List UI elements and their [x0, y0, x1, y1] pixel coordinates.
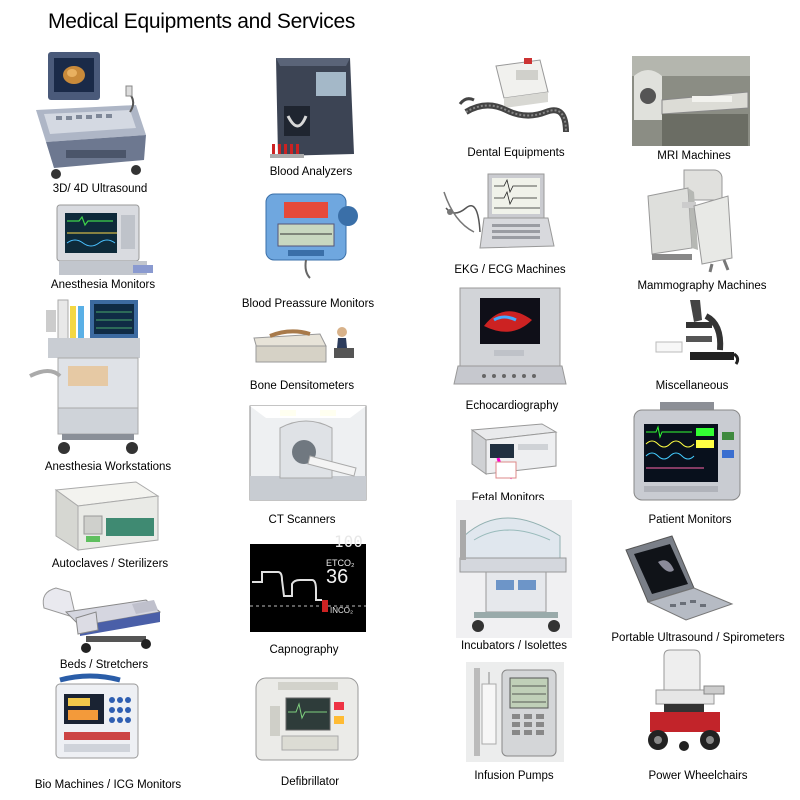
- item-bone-densitometers[interactable]: Bone Densitometers: [250, 318, 370, 398]
- item-label: Defibrillator: [280, 776, 340, 788]
- fetal-monitor-image: [470, 423, 558, 480]
- etco2-label: ETCO₂: [326, 558, 355, 568]
- item-infusion-pumps[interactable]: Infusion Pumps: [466, 662, 566, 794]
- blood-analyzer-image: [270, 58, 354, 158]
- inco2-label: INCO₂: [330, 606, 354, 615]
- item-blood-analyzers[interactable]: Blood Analyzers: [266, 56, 366, 180]
- item-label: Anesthesia Monitors: [50, 279, 156, 291]
- item-label: Capnography: [269, 644, 339, 656]
- item-bio-machines-icg[interactable]: Bio Machines / ICG Monitors: [34, 673, 188, 794]
- item-label: Bio Machines / ICG Monitors: [34, 779, 182, 791]
- item-label: Anesthesia Workstations: [44, 461, 172, 473]
- microscope-image: [655, 300, 740, 365]
- anesthesia-workstation-image: [29, 299, 140, 454]
- item-defibrillator[interactable]: Defibrillator: [252, 672, 368, 794]
- item-beds-stretchers[interactable]: Beds / Stretchers: [36, 578, 166, 674]
- item-label: Echocardiography: [465, 400, 559, 412]
- item-label: Infusion Pumps: [474, 770, 554, 782]
- ekg-machine-image: [443, 173, 555, 249]
- etco2-value: 36: [326, 566, 349, 588]
- hospital-bed-image: [42, 587, 162, 653]
- item-label: MRI Machines: [657, 150, 731, 162]
- item-label: Mammography Machines: [637, 280, 767, 292]
- incubator-image: [456, 500, 572, 638]
- item-label: CT Scanners: [268, 514, 336, 526]
- patient-monitor-image: [633, 402, 741, 501]
- portable-ultrasound-image: [625, 535, 734, 621]
- defibrillator-image: [255, 677, 359, 761]
- capnography-screen-image: 100 ETCO₂ 36 INCO₂: [250, 532, 366, 632]
- item-label: Blood Analyzers: [269, 166, 353, 178]
- item-label: Incubators / Isolettes: [460, 640, 568, 652]
- anesthesia-monitor-image: [56, 204, 153, 275]
- mri-machine-image: [632, 56, 750, 146]
- ct-scanner-image: [249, 405, 367, 501]
- bone-densitometer-image: [253, 327, 354, 363]
- power-wheelchair-image: [648, 649, 725, 751]
- dental-equipment-image: [458, 58, 569, 133]
- item-label: Miscellaneous: [655, 380, 729, 392]
- item-label: Autoclaves / Sterilizers: [51, 558, 169, 570]
- item-label: Beds / Stretchers: [59, 659, 149, 671]
- item-fetal-monitors[interactable]: Fetal Monitors: [466, 418, 576, 508]
- item-mri-machines[interactable]: MRI Machines: [632, 56, 756, 168]
- capnography-top-value: 100: [334, 532, 363, 551]
- item-portable-ultrasound[interactable]: Portable Ultrasound / Spirometers: [611, 532, 785, 648]
- item-label: Dental Equipments: [467, 147, 565, 159]
- autoclave-image: [54, 481, 160, 551]
- item-capnography[interactable]: 100 ETCO₂ 36 INCO₂ Capnography: [250, 532, 370, 660]
- page-title: Medical Equipments and Services: [48, 10, 356, 33]
- item-mammography-machines[interactable]: Mammography Machines: [632, 166, 768, 296]
- item-3d-4d-ultrasound[interactable]: 3D/ 4D Ultrasound: [26, 50, 151, 200]
- blood-pressure-monitor-image: [265, 193, 358, 279]
- item-dental-equipments[interactable]: Dental Equipments: [456, 52, 580, 164]
- item-power-wheelchairs[interactable]: Power Wheelchairs: [640, 646, 760, 794]
- icg-monitor-image: [55, 673, 139, 759]
- infusion-pump-image: [466, 662, 564, 762]
- item-label: Patient Monitors: [648, 514, 732, 526]
- item-incubators-isolettes[interactable]: Incubators / Isolettes: [456, 500, 572, 658]
- item-label: 3D/ 4D Ultrasound: [52, 183, 148, 195]
- item-label: Portable Ultrasound / Spirometers: [611, 632, 785, 644]
- item-ct-scanners[interactable]: CT Scanners: [249, 405, 367, 536]
- item-anesthesia-monitors[interactable]: Anesthesia Monitors: [51, 203, 155, 293]
- item-label: Power Wheelchairs: [648, 770, 748, 782]
- item-autoclaves-sterilizers[interactable]: Autoclaves / Sterilizers: [50, 478, 170, 572]
- item-ekg-ecg-machines[interactable]: EKG / ECG Machines: [440, 172, 570, 280]
- item-label: Bone Densitometers: [249, 380, 355, 392]
- item-echocardiography[interactable]: Echocardiography: [453, 286, 578, 416]
- item-blood-pressure-monitors[interactable]: Blood Preassure Monitors: [241, 190, 375, 314]
- mammography-machine-image: [647, 169, 733, 273]
- item-patient-monitors[interactable]: Patient Monitors: [630, 400, 750, 530]
- item-anesthesia-workstations[interactable]: Anesthesia Workstations: [28, 296, 188, 478]
- echocardiography-image: [453, 287, 567, 385]
- item-miscellaneous[interactable]: Miscellaneous: [650, 296, 750, 396]
- item-label: EKG / ECG Machines: [454, 264, 566, 276]
- ultrasound-machine-image: [36, 52, 146, 179]
- item-label: Blood Preassure Monitors: [241, 298, 375, 310]
